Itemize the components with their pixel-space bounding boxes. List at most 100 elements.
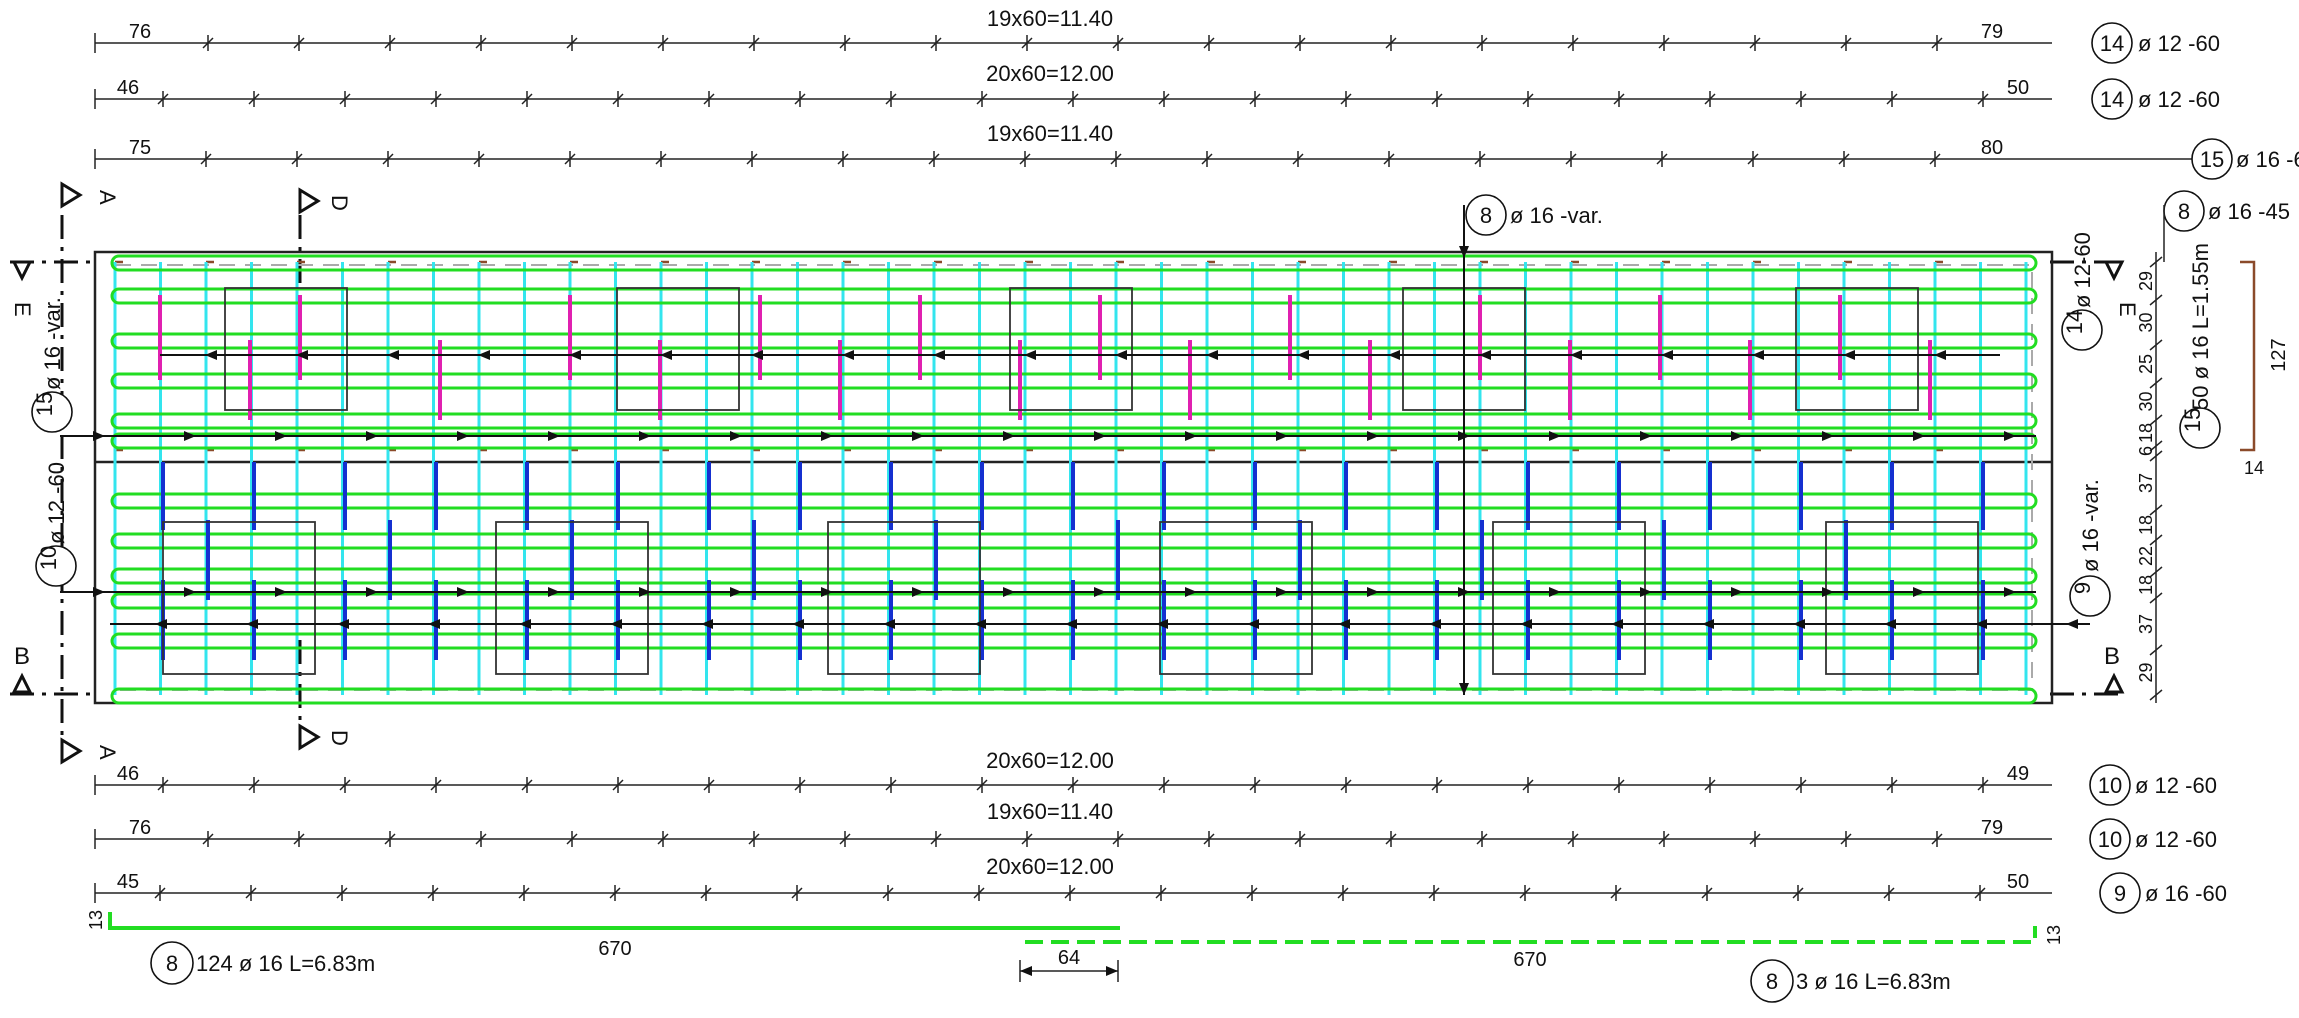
bar-mark-10: 10 xyxy=(2098,827,2122,852)
distribution-arrow xyxy=(205,350,217,360)
mark-10-left-label: 10 ø 12 -60 xyxy=(35,462,77,587)
distribution-arrow xyxy=(1520,619,1532,629)
hook-right-value: 13 xyxy=(2044,925,2064,945)
distribution-arrow xyxy=(457,587,469,597)
section-label-b-left: B xyxy=(14,643,30,670)
bar-spec: ø 12 -60 xyxy=(2135,827,2217,852)
distribution-arrow xyxy=(1429,619,1441,629)
bar-spec: ø 16 -var. xyxy=(2078,479,2103,572)
bar-spec: ø 16 -45 xyxy=(2208,199,2290,224)
side-dim-tick xyxy=(2149,644,2163,656)
bar-spec: ø 12 -60 xyxy=(2138,87,2220,112)
distribution-arrow xyxy=(933,350,945,360)
distribution-arrow xyxy=(246,619,258,629)
column-outline xyxy=(495,521,649,675)
bar-mark-15: 15 xyxy=(2200,147,2224,172)
section-label-b-right: B xyxy=(2104,643,2120,670)
green-bar xyxy=(110,432,2038,450)
section-label-d-top: D xyxy=(327,195,352,211)
dim-right-value: 79 xyxy=(1981,21,2003,43)
bar-mark-14: 14 xyxy=(2100,87,2124,112)
side-dim-tick xyxy=(2149,339,2163,351)
distribution-arrow xyxy=(1793,619,1805,629)
mark-8-right-label: 8 ø 16 -45 xyxy=(2163,190,2290,262)
green-bar xyxy=(110,332,2038,350)
top-dimension-row-3: 75 19x60=11.40 80 15 ø 16 -6 xyxy=(94,121,2299,180)
bar-spec: ø 16 -var. xyxy=(40,297,65,390)
distribution-arrow xyxy=(1065,619,1077,629)
distribution-arrow xyxy=(296,350,308,360)
side-dim-value: 37 xyxy=(2136,473,2156,493)
bottom-dimension-row-3: 45 20x60=12.00 50 9 ø 16 -60 xyxy=(94,854,2227,914)
distribution-arrow xyxy=(1822,587,1834,597)
side-dim-tick xyxy=(2149,534,2163,546)
distribution-arrow xyxy=(1913,431,1925,441)
cyan-vertical-bars xyxy=(113,262,2028,695)
distribution-arrow xyxy=(639,587,651,597)
distribution-arrow xyxy=(184,587,196,597)
distribution-arrow xyxy=(730,587,742,597)
distribution-arrow xyxy=(1661,350,1673,360)
mark-14-right-label: 14 ø 12-60 xyxy=(2061,232,2103,351)
side-dim-tick xyxy=(2149,566,2163,578)
distribution-arrow xyxy=(1843,350,1855,360)
distribution-arrow xyxy=(1640,431,1652,441)
bar-mark-9: 9 xyxy=(2114,881,2126,906)
distribution-arrow xyxy=(912,587,924,597)
distribution-arrow xyxy=(821,587,833,597)
distribution-arrow xyxy=(548,587,560,597)
dim-right-value: 49 xyxy=(2007,763,2029,785)
dim-left-value: 76 xyxy=(129,817,151,839)
distribution-arrow xyxy=(1367,431,1379,441)
bar-spec: 50 ø 16 L=1.55m xyxy=(2188,243,2213,410)
brown-bar-hook: 14 xyxy=(2244,458,2264,478)
distribution-arrow xyxy=(1975,619,1987,629)
top-dimension-row-2: 46 20x60=12.00 50 14 ø 12 -60 xyxy=(94,61,2220,120)
distribution-arrow xyxy=(1206,350,1218,360)
distribution-arrow xyxy=(1115,350,1127,360)
bar-spec-left: 124 ø 16 L=6.83m xyxy=(196,951,375,976)
mark-15-right-bar-shape: 127 14 15 50 ø 16 L=1.55m xyxy=(2179,243,2290,478)
distribution-arrow xyxy=(1024,350,1036,360)
column-outline xyxy=(827,521,981,675)
bar-spec: ø 12 -60 xyxy=(2135,773,2217,798)
distribution-arrow xyxy=(751,350,763,360)
bar-mark-14: 14 xyxy=(2062,310,2087,334)
side-dim-value: 18 xyxy=(2136,423,2156,443)
distribution-arrow xyxy=(1884,619,1896,629)
distribution-arrow xyxy=(1003,587,1015,597)
column-outline xyxy=(616,287,740,411)
distribution-arrow xyxy=(2004,587,2016,597)
bar-spec: ø 12-60 xyxy=(2070,232,2095,308)
distribution-arrow xyxy=(1702,619,1714,629)
distribution-arrow xyxy=(1338,619,1350,629)
bar-mark-10: 10 xyxy=(2098,773,2122,798)
bar-distribution-arrows xyxy=(60,350,2090,629)
distribution-arrow xyxy=(1549,431,1561,441)
green-bar xyxy=(110,372,2038,390)
side-dim-value: 37 xyxy=(2136,614,2156,634)
distribution-arrow xyxy=(275,587,287,597)
top-dimension-row-1: 76 19x60=11.40 79 14 ø 12 -60 xyxy=(94,6,2220,64)
bar-spec-right: 3 ø 16 L=6.83m xyxy=(1796,969,1951,994)
dim-right-value: 79 xyxy=(1981,817,2003,839)
mark-8-center-label: 8 ø 16 -var. xyxy=(1465,194,1603,236)
distribution-arrow xyxy=(1247,619,1259,629)
side-dim-value: 18 xyxy=(2136,515,2156,535)
mark-15-left-label: 15 ø 16 -var. xyxy=(31,297,73,433)
side-dim-value: 30 xyxy=(2136,312,2156,332)
green-bar xyxy=(110,287,2038,305)
distribution-arrow xyxy=(1094,431,1106,441)
dim-right-value: 50 xyxy=(2007,871,2029,893)
distribution-arrow xyxy=(1367,587,1379,597)
distribution-arrow xyxy=(1185,431,1197,441)
section-label-a-bottom: A xyxy=(95,745,120,760)
distribution-arrow xyxy=(883,619,895,629)
distribution-arrow xyxy=(93,587,105,597)
column-outline xyxy=(1492,521,1646,675)
dim-right-value: 50 xyxy=(2007,77,2029,99)
dim-left-value: 45 xyxy=(117,871,139,893)
dim-center-value: 20x60=12.00 xyxy=(986,61,1114,86)
